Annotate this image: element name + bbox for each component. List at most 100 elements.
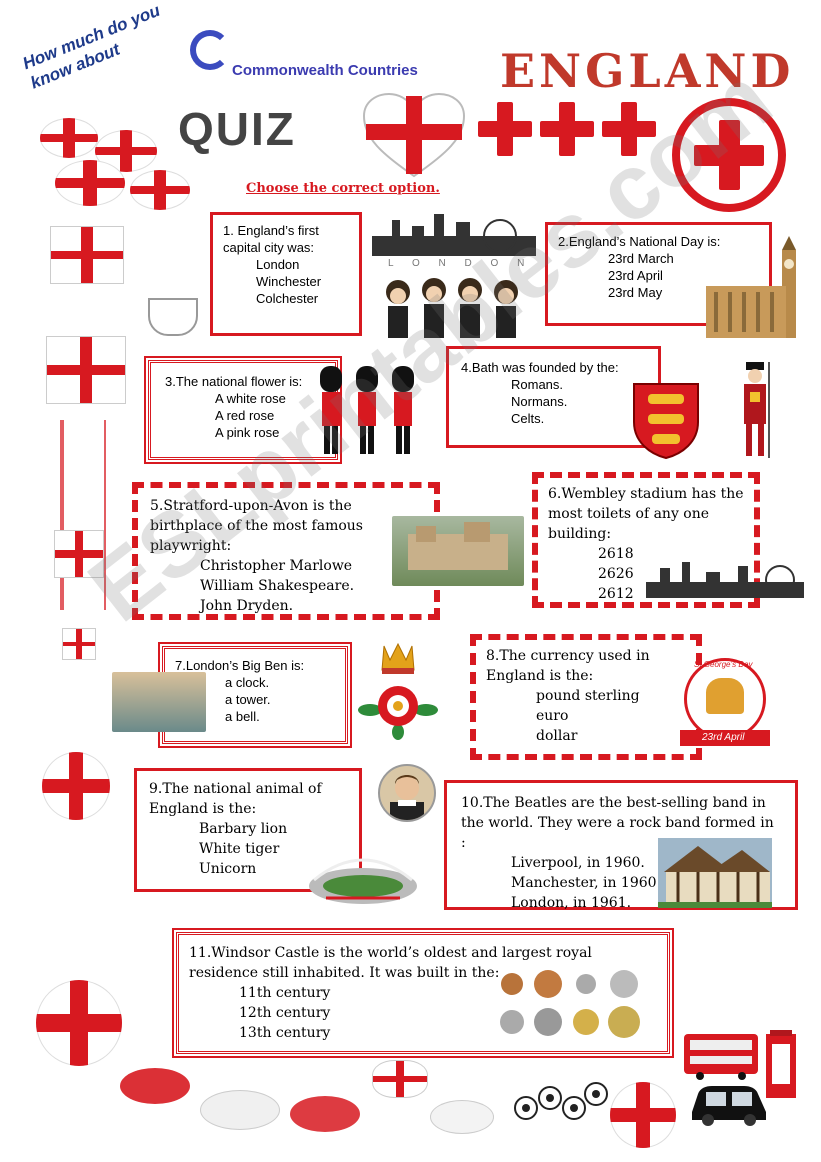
flag-icon — [62, 628, 96, 660]
question-7-text: 7.London’s Big Ben is: — [175, 658, 305, 673]
pebble-decoration — [120, 1068, 190, 1104]
double-decker-bus-icon — [684, 1034, 758, 1080]
st-george-date: 23rd April — [702, 732, 745, 743]
flag-pebble-icon — [40, 118, 98, 158]
option-4c[interactable]: Celts. — [511, 411, 545, 426]
question-9-text: 9.The national animal of England is the: — [149, 781, 322, 817]
question-2-text: 2.England’s National Day is: — [558, 234, 721, 249]
question-2-box: 2.England’s National Day is: 23rd March … — [545, 222, 772, 326]
option-9c[interactable]: Unicorn — [199, 861, 257, 877]
flag-icon — [54, 530, 104, 578]
roman-baths-image — [112, 672, 206, 732]
england-title: ENGLAND — [500, 44, 795, 98]
question-8-box: 8.The currency used in England is the: p… — [470, 634, 702, 760]
option-11b[interactable]: 12th century — [239, 1005, 331, 1021]
london-caption: L O N D O N — [388, 258, 533, 269]
london-skyline-icon — [372, 212, 536, 256]
red-cross-icon — [478, 102, 532, 156]
st-george-day-badge: St George’s Day 23rd April — [680, 654, 770, 754]
footballs-decoration — [512, 1072, 610, 1122]
flag-pebble-icon — [130, 170, 190, 210]
question-9-box: 9.The national animal of England is the:… — [134, 768, 362, 892]
question-11-text: 11.Windsor Castle is the world’s oldest … — [189, 945, 592, 981]
question-5-box: 5.Stratford-upon-Avon is the birthplace … — [132, 482, 440, 620]
shakespeare-portrait-icon — [378, 764, 436, 822]
option-2c[interactable]: 23rd May — [608, 285, 663, 300]
option-6a[interactable]: 2618 — [598, 546, 634, 562]
pebble-decoration — [290, 1096, 360, 1132]
beefeater-image — [738, 362, 772, 458]
three-lions-shield-icon — [632, 382, 700, 460]
phone-box-icon — [766, 1030, 796, 1098]
option-10b[interactable]: Manchester, in 1960. — [511, 875, 662, 891]
knight-horse-icon — [706, 678, 744, 714]
option-3c[interactable]: A pink rose — [215, 425, 280, 440]
option-7a[interactable]: a clock. — [225, 675, 270, 690]
city-skyline-icon — [646, 560, 804, 598]
beatles-image — [376, 276, 528, 340]
option-1b[interactable]: Winchester — [256, 274, 322, 289]
coins-image — [498, 968, 646, 1040]
commonwealth-title: Commonwealth Countries — [232, 62, 418, 79]
question-1-text: 1. England’s first capital city was: — [223, 223, 319, 255]
red-cross-icon — [602, 102, 656, 156]
royal-guards-image — [314, 366, 422, 456]
st-george-date-ribbon — [680, 730, 770, 746]
st-george-label: St George’s Day — [694, 660, 753, 669]
quiz-title: QUIZ — [178, 103, 296, 155]
option-2a[interactable]: 23rd March — [608, 251, 674, 266]
option-7b[interactable]: a tower. — [225, 692, 271, 707]
option-5b[interactable]: William Shakespeare. — [200, 578, 355, 594]
flag-pebble-icon — [55, 160, 125, 206]
how-much-text: How much do you know about — [19, 0, 163, 93]
flag-ball-icon — [610, 1082, 676, 1148]
tudor-rose-crown-icon — [356, 640, 440, 740]
option-11a[interactable]: 11th century — [239, 985, 331, 1001]
black-cab-icon — [688, 1082, 770, 1126]
option-9b[interactable]: White tiger — [199, 841, 280, 857]
commonwealth-logo-icon — [190, 30, 230, 70]
option-5c[interactable]: John Dryden. — [200, 598, 294, 614]
option-10c[interactable]: London, in 1961. — [511, 895, 632, 911]
question-8-text: 8.The currency used in England is the: — [486, 648, 650, 684]
round-flag-icon — [672, 98, 786, 212]
wembley-stadium-image — [306, 850, 420, 906]
flag-pebble-icon — [372, 1060, 428, 1098]
pebble-decoration — [430, 1100, 494, 1134]
question-6-text: 6.Wembley stadium has the most toilets o… — [548, 486, 744, 542]
instruction-text: Choose the correct option. — [246, 181, 440, 196]
flag-icon — [46, 336, 126, 404]
option-1c[interactable]: Colchester — [256, 291, 319, 306]
option-6c[interactable]: 2612 — [598, 586, 634, 602]
round-flag-icon — [36, 980, 122, 1066]
flag-icon — [50, 226, 124, 284]
option-8c[interactable]: dollar — [536, 728, 578, 744]
question-4-text: 4.Bath was founded by the: — [461, 360, 619, 375]
option-8a[interactable]: pound sterling — [536, 688, 640, 704]
option-2b[interactable]: 23rd April — [608, 268, 663, 283]
option-6b[interactable]: 2626 — [598, 566, 634, 582]
option-3b[interactable]: A red rose — [215, 408, 275, 423]
question-4-box: 4.Bath was founded by the: Romans. Norma… — [446, 346, 661, 448]
teacup-icon — [148, 298, 198, 336]
option-7c[interactable]: a bell. — [225, 709, 260, 724]
red-cross-icon — [540, 102, 594, 156]
round-flag-icon — [42, 752, 110, 820]
question-10-text: 10.The Beatles are the best-selling band… — [461, 795, 774, 851]
option-3a[interactable]: A white rose — [215, 391, 286, 406]
question-3-text: 3.The national flower is: — [165, 374, 303, 389]
shakespeare-house-image — [658, 838, 772, 908]
option-4a[interactable]: Romans. — [511, 377, 564, 392]
option-8b[interactable]: euro — [536, 708, 569, 724]
pebble-decoration — [200, 1090, 280, 1130]
option-11c[interactable]: 13th century — [239, 1025, 331, 1041]
question-1-box: 1. England’s first capital city was: Lon… — [210, 212, 362, 336]
option-9a[interactable]: Barbary lion — [199, 821, 288, 837]
big-ben-parliament-image — [704, 236, 802, 338]
question-5-text: 5.Stratford-upon-Avon is the birthplace … — [150, 498, 363, 554]
option-1a[interactable]: London — [256, 257, 300, 272]
option-5a[interactable]: Christopher Marlowe — [200, 558, 353, 574]
question-3-box: 3.The national flower is: A white rose A… — [144, 356, 342, 464]
option-4b[interactable]: Normans. — [511, 394, 568, 409]
option-10a[interactable]: Liverpool, in 1960. — [511, 855, 645, 871]
